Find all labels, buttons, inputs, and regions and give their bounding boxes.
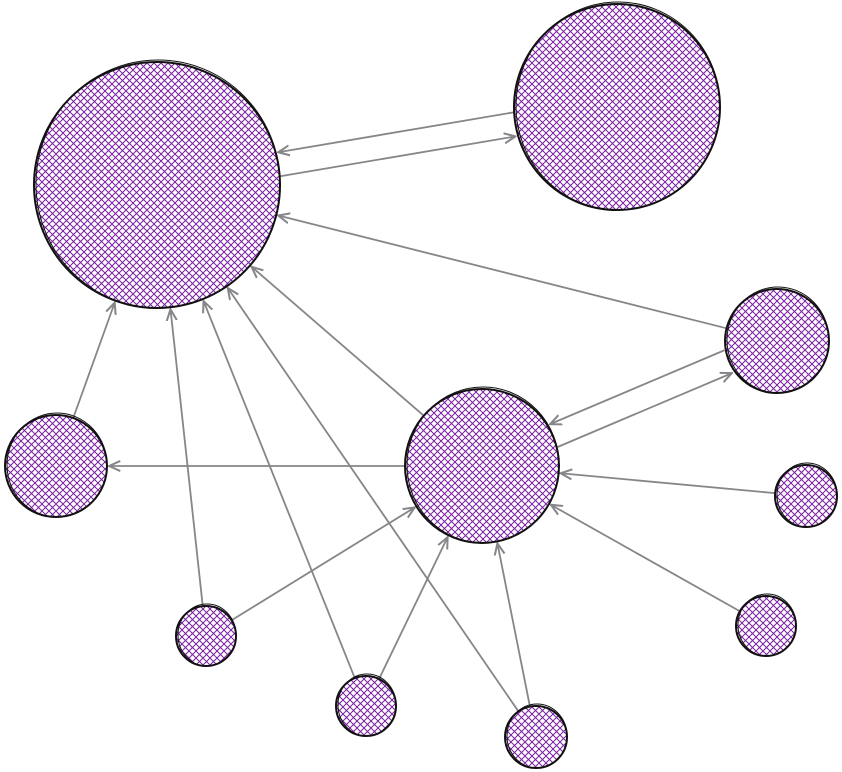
node-n8[interactable] (175, 603, 237, 667)
edge-n10-to-n4 (497, 543, 531, 707)
edge-n7-to-n4 (551, 505, 741, 613)
node-n5[interactable] (4, 412, 108, 518)
edge-n9-to-n4 (378, 537, 448, 680)
node-n3[interactable] (724, 286, 830, 394)
edge-n1-to-n2 (280, 136, 515, 178)
edge-n3-to-n4 (550, 349, 725, 424)
edge-n6-to-n4 (561, 473, 776, 495)
node-n6[interactable] (774, 462, 838, 528)
edge-n2-to-n1 (278, 111, 514, 152)
node-sketch-outline (776, 462, 838, 528)
node-sketch-outline (35, 59, 281, 309)
edge-n5-to-n1 (72, 303, 114, 419)
node-sketch-outline (6, 412, 108, 518)
node-n1[interactable] (33, 59, 281, 309)
node-n4[interactable] (404, 386, 560, 544)
nodes-layer (4, 1, 838, 769)
node-circle (404, 388, 560, 544)
node-n2[interactable] (513, 1, 721, 211)
edge-n9-to-n1 (204, 301, 356, 679)
node-sketch-outline (177, 603, 237, 667)
edges-layer (72, 111, 776, 712)
edge-n4-to-n3 (557, 373, 732, 448)
edge-n10-to-n1 (228, 288, 520, 712)
node-n10[interactable] (504, 703, 568, 769)
edge-n8-to-n1 (171, 309, 204, 607)
node-sketch-outline (515, 1, 721, 211)
node-sketch-outline (406, 386, 560, 544)
node-n9[interactable] (335, 673, 397, 737)
edge-n8-to-n4 (231, 507, 415, 622)
node-sketch-outline (337, 673, 397, 737)
edge-n3-to-n1 (278, 216, 727, 330)
node-sketch-outline (737, 593, 797, 657)
node-sketch-outline (726, 286, 830, 394)
node-n7[interactable] (735, 593, 797, 657)
node-sketch-outline (506, 703, 568, 769)
edge-n4-to-n1 (252, 267, 425, 417)
